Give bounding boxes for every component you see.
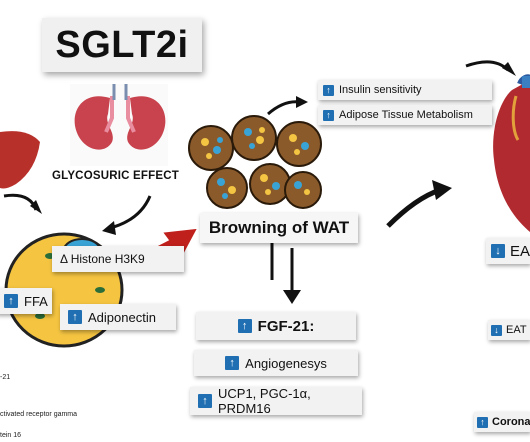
arrow-kidney-to-cell bbox=[109, 195, 152, 230]
eat-label: EAT bbox=[506, 324, 527, 336]
up-arrow-icon: ↑ bbox=[477, 416, 488, 428]
ffa-label: FFA bbox=[24, 293, 48, 309]
up-arrow-icon: ↑ bbox=[237, 319, 252, 333]
arrow-liver-to-cell bbox=[3, 193, 38, 211]
ffa-tag: ↑ FFA bbox=[0, 288, 52, 314]
up-arrow-icon: ↑ bbox=[323, 109, 334, 121]
eat-tag: ↓ EAT bbox=[488, 320, 530, 340]
up-arrow-icon: ↑ bbox=[198, 394, 212, 408]
down-arrow-icon: ↓ bbox=[491, 324, 502, 336]
up-arrow-icon: ↑ bbox=[225, 356, 240, 370]
ea-label: EA bbox=[510, 242, 530, 260]
glycosuric-effect-label: GLYCOSURIC EFFECT bbox=[52, 170, 179, 182]
coronary-tag: ↑ Corona bbox=[474, 412, 530, 432]
adiponectin-tag: ↑ Adiponectin bbox=[60, 304, 176, 330]
arrow-to-effects bbox=[267, 100, 301, 116]
ucp1-label: UCP1, PGC-1α, PRDM16 bbox=[218, 386, 311, 416]
down-arrow-icon: ↓ bbox=[491, 244, 505, 258]
ucp1-tag: ↑ UCP1, PGC-1α, PRDM16 bbox=[190, 386, 362, 416]
adiponectin-label: Adiponectin bbox=[88, 309, 156, 325]
fgf21-tag: ↑ FGF-21: bbox=[196, 312, 356, 340]
ea-tag: ↓ EA bbox=[486, 238, 530, 264]
coronary-label: Corona bbox=[492, 416, 530, 428]
up-arrow-icon: ↑ bbox=[4, 294, 18, 308]
insulin-sensitivity-tag: ↑ Insulin sensitivity bbox=[318, 80, 492, 100]
browning-tag: Browning of WAT bbox=[200, 213, 358, 243]
angiogenesis-label: Angiogenesys bbox=[245, 355, 327, 371]
brown-adipocytes-icon bbox=[188, 115, 322, 209]
footnote-3: tein 16 bbox=[0, 432, 22, 439]
page-title: SGLT2i bbox=[42, 18, 202, 72]
adipose-metabolism-tag: ↑ Adipose Tissue Metabolism bbox=[318, 105, 492, 125]
kidneys-icon bbox=[70, 84, 168, 166]
liver-icon bbox=[0, 131, 40, 189]
insulin-sensitivity-label: Insulin sensitivity bbox=[339, 84, 422, 96]
histone-tag: Δ Histone H3K9 bbox=[52, 246, 184, 272]
browning-label: Browning of WAT bbox=[208, 218, 350, 237]
arrow-top-right bbox=[465, 60, 510, 72]
up-arrow-icon: ↑ bbox=[323, 84, 334, 96]
heart-icon bbox=[493, 74, 530, 232]
fgf21-label: FGF-21: bbox=[257, 317, 315, 335]
up-arrow-icon: ↑ bbox=[68, 310, 82, 324]
angiogenesis-tag: ↑ Angiogenesys bbox=[194, 350, 358, 376]
footnote-2: ctivated receptor gamma bbox=[0, 411, 78, 418]
footnote-1: -21 bbox=[0, 374, 11, 381]
histone-label: Δ Histone H3K9 bbox=[60, 252, 145, 266]
adipose-metabolism-label: Adipose Tissue Metabolism bbox=[339, 109, 473, 121]
arrow-to-heart bbox=[386, 187, 441, 228]
